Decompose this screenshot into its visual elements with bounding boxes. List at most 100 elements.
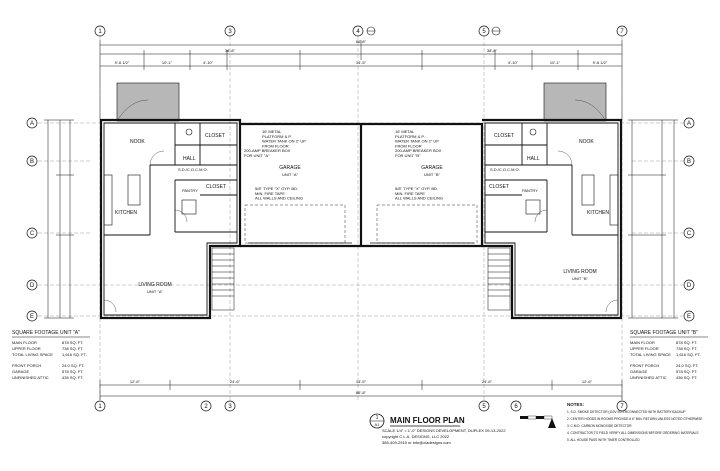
svg-text:7: 7 — [620, 404, 624, 410]
sdcmo-b: S.D./C.O.C.M.O. — [490, 167, 520, 172]
porch-a-door-swing — [116, 99, 149, 122]
svg-text:3: 3 — [228, 404, 232, 410]
top-dim-seg-1: 9'-6 1/2" — [115, 60, 130, 65]
sqft-a-value-0: 878 SQ. FT. — [62, 340, 83, 345]
svg-text:3: 3 — [228, 29, 232, 35]
sqft-a-value-4: 578 SQ. FT. — [62, 369, 83, 374]
room-closet2-b: CLOSET — [489, 184, 509, 190]
grid-bubble-left-A: A — [26, 117, 38, 129]
room-closet-b: CLOSET — [494, 133, 514, 139]
bottom-dim-seg-2: 24'-6" — [230, 379, 241, 384]
svg-text:E: E — [687, 314, 691, 320]
svg-text:6: 6 — [514, 404, 518, 410]
svg-text:D: D — [30, 283, 35, 289]
grid-bubble-bottom-5: 5 — [478, 400, 490, 412]
stairs-unit-b — [487, 247, 511, 311]
sqft-b-label-2: TOTAL LIVING SPACE — [630, 352, 671, 357]
sqft-a-value-1: 738 SQ. FT. — [62, 346, 83, 351]
grid-bubble-right-A: A — [683, 117, 695, 129]
bottom-dimension-strings — [99, 380, 623, 400]
bottom-dim-seg-3: 14'-5" — [356, 379, 367, 384]
room-closet-a: CLOSET — [205, 133, 225, 139]
sqft-a-label-0: MAIN FLOOR — [12, 340, 37, 345]
living-unit-label-a: UNIT "A" — [147, 289, 163, 294]
overall-width-top: 86'-8" — [356, 39, 367, 44]
sheet-number: A1 — [375, 422, 381, 427]
room-nook-b: NOOK — [579, 139, 594, 145]
left-unit-width: 38'-8" — [225, 48, 236, 53]
grid-bubble-left-E: E — [26, 310, 38, 322]
bottom-dim-seg-5: 12'-6" — [582, 379, 593, 384]
section-marker-left — [366, 26, 376, 36]
sqft-a-label-5: UNFINISHED ATTIC — [12, 375, 49, 380]
grid-bubble-right-B: B — [683, 155, 695, 167]
title-block: 1 A1 MAIN FLOOR PLAN SCALE 1/4" = 1'-0" … — [369, 413, 556, 445]
svg-text:B: B — [687, 159, 691, 165]
room-nook-a: NOOK — [130, 139, 145, 145]
interior-walls — [103, 122, 619, 316]
svg-text:1: 1 — [98, 29, 102, 35]
sqft-b-value-4: 578 SQ. FT. — [676, 369, 697, 374]
svg-text:4: 4 — [356, 29, 360, 35]
porch-b-door-swing — [574, 99, 607, 122]
top-dim-seg-5: 4'-10" — [508, 60, 519, 65]
sqft-a-value-5: 435 SQ. FT. — [62, 375, 83, 380]
sqft-b-value-1: 738 SQ. FT. — [676, 346, 697, 351]
grid-bubble-right-E: E — [683, 310, 695, 322]
room-kitchen-b: KITCHEN — [587, 210, 609, 216]
north-arrow-icon — [548, 418, 556, 428]
svg-text:A: A — [30, 121, 34, 127]
sqft-b-label-4: GARAGE — [630, 369, 647, 374]
overall-width-bottom: 86'-8" — [356, 390, 367, 395]
sqft-table-a: SQUARE FOOTAGE UNIT "A" MAIN FLOOR 878 S… — [12, 330, 90, 380]
grid-bubble-bottom-2: 2 — [200, 400, 212, 412]
room-living-b: LIVING ROOM — [563, 269, 596, 275]
grid-bubble-bottom-6: 6 — [510, 400, 522, 412]
grid-bubble-left-D: D — [26, 279, 38, 291]
plan-contact: 385-409-2915 or info@cladesigns.com — [382, 440, 451, 445]
note-5: 5. ALL HOUSE PASS WITH TIMER CONTROLLED — [567, 438, 640, 442]
living-unit-label-b: UNIT "B" — [572, 276, 588, 281]
drawing-number: 1 — [376, 415, 379, 421]
svg-text:7: 7 — [620, 29, 624, 35]
kitchen-fixtures — [103, 128, 619, 226]
plan-scale: SCALE 1/4" = 1'-0" DESIGNS DEVELOPMENT, … — [382, 428, 506, 433]
grid-bubble-top-4: 4 — [352, 25, 364, 37]
sqft-b-label-1: UPPER FLOOR — [630, 346, 659, 351]
top-dim-seg-2: 10'-1" — [162, 60, 173, 65]
top-dimension-strings — [99, 40, 623, 120]
building-walls — [99, 118, 623, 320]
left-dimension-strings — [44, 119, 678, 319]
room-garage-a: GARAGE — [279, 165, 301, 171]
svg-text:5: 5 — [482, 404, 486, 410]
grid-bubble-top-3: 3 — [224, 25, 236, 37]
sqft-a-label-2: TOTAL LIVING SPACE — [12, 352, 53, 357]
plan-copyright: copyright C.L.A. DESIGNS, LLC 2022 — [382, 434, 450, 439]
stairs-unit-a — [211, 247, 235, 311]
section-marker-right — [491, 26, 501, 36]
bottom-dim-seg-1: 12'-6" — [130, 379, 141, 384]
grid-bubble-right-C: C — [683, 227, 695, 239]
sqft-table-b: SQUARE FOOTAGE UNIT "B" MAIN FLOOR 878 S… — [630, 330, 708, 380]
svg-text:C: C — [30, 231, 35, 237]
room-hall-a: HALL — [183, 156, 196, 162]
room-kitchen-a: KITCHEN — [115, 210, 137, 216]
sqft-a-label-4: GARAGE — [12, 369, 29, 374]
sqft-a-title: SQUARE FOOTAGE UNIT "A" — [12, 330, 80, 336]
grid-bubble-top-5: 5 — [478, 25, 490, 37]
sqft-a-label-1: UPPER FLOOR — [12, 346, 41, 351]
grid-bubble-bottom-1: 1 — [94, 400, 106, 412]
grid-bubble-top-1: 1 — [94, 25, 106, 37]
notes-heading: NOTES: — [567, 402, 585, 407]
sqft-a-label-3: FRONT PORCH — [12, 363, 41, 368]
grid-bubble-bottom-7: 7 — [616, 400, 628, 412]
top-dim-seg-3: 4'-10" — [203, 60, 214, 65]
svg-text:2: 2 — [204, 404, 208, 410]
grid-bubble-top-7: 7 — [616, 25, 628, 37]
room-closet2-a: CLOSET — [206, 184, 226, 190]
